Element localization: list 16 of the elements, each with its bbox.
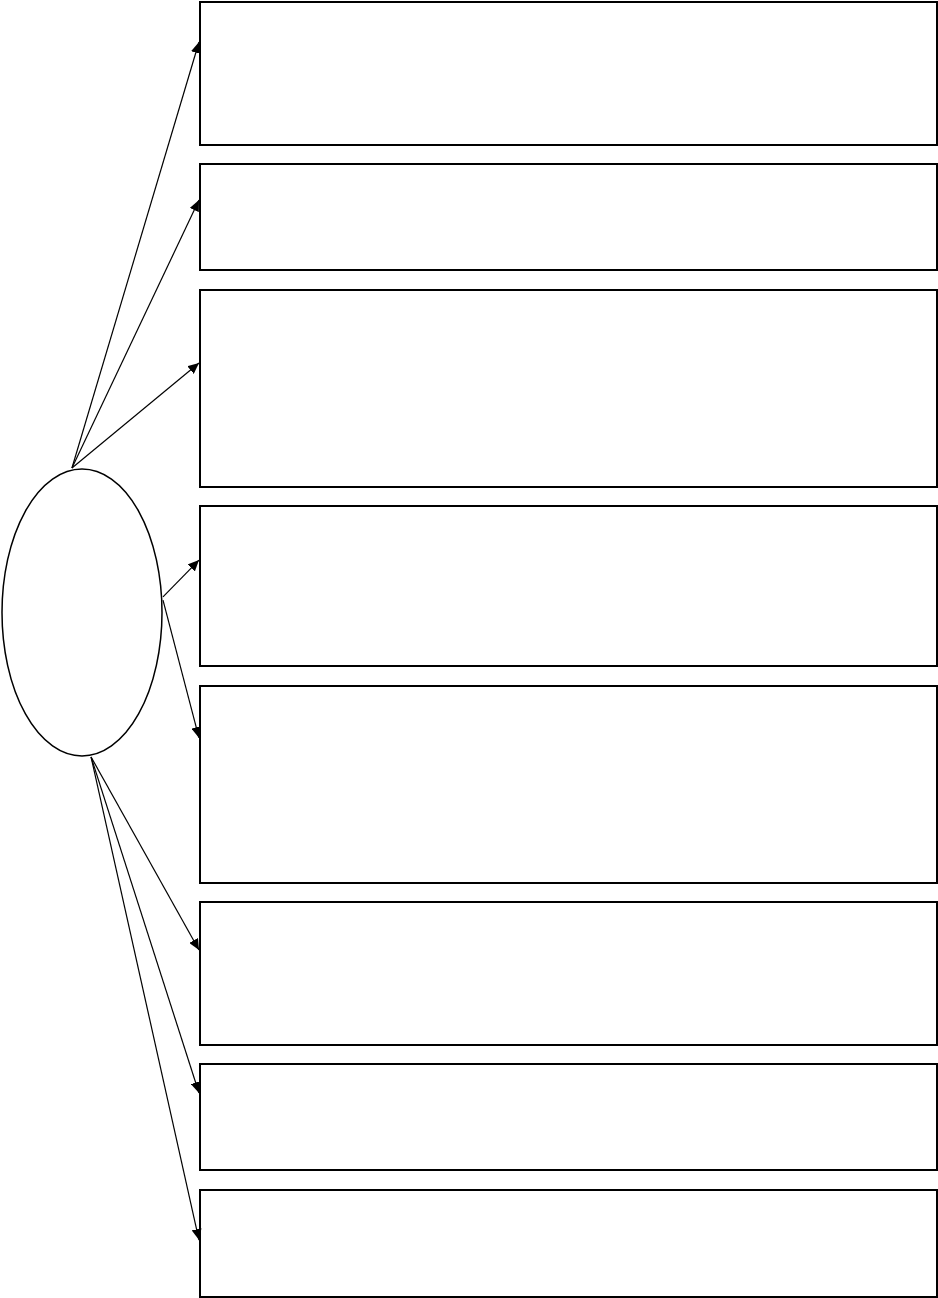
- empty-box: [199, 163, 938, 271]
- empty-box: [199, 685, 938, 884]
- arrow: [162, 559, 200, 598]
- empty-box: [199, 289, 938, 488]
- arrow: [162, 599, 202, 739]
- ellipse-node: [1, 468, 163, 757]
- empty-box: [199, 1063, 938, 1171]
- arrow: [90, 756, 200, 951]
- arrow: [90, 756, 202, 1241]
- empty-box: [199, 505, 938, 667]
- empty-box: [199, 901, 938, 1046]
- empty-box: [199, 1189, 938, 1298]
- arrow: [71, 199, 200, 469]
- empty-box: [199, 1, 938, 146]
- arrow: [71, 41, 201, 469]
- arrow: [71, 362, 200, 469]
